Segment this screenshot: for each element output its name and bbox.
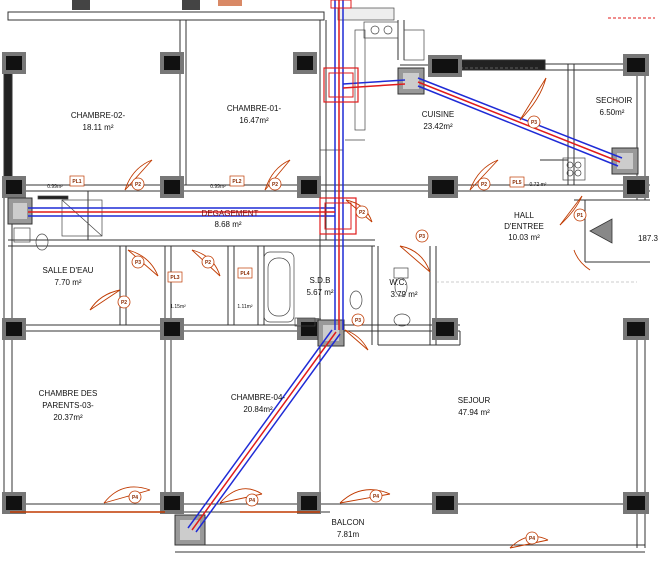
tag-pl4: PL4 xyxy=(240,271,249,277)
balcon-area: 7.81m xyxy=(337,530,360,539)
balcon-name: BALCON xyxy=(332,518,365,527)
hall-name-2: D'ENTREE xyxy=(504,222,544,231)
tag-pl5: PL5 xyxy=(512,180,521,186)
tag-p2-ch04: P2 xyxy=(205,260,211,266)
tag-pl2: PL2 xyxy=(232,179,241,185)
entrance-arrow-icon xyxy=(589,218,613,244)
sdb-area: 5.67 m² xyxy=(306,288,333,297)
pl3-area: 1.15m² xyxy=(170,304,186,310)
chambre02-name: CHAMBRE-02- xyxy=(71,111,126,120)
chambre04-name: CHAMBRE-04- xyxy=(231,393,286,402)
tag-p2-salle: P2 xyxy=(121,300,127,306)
wc-area: 3.79 m² xyxy=(390,290,417,299)
cuisine-area: 23.42m² xyxy=(423,122,453,131)
tag-p3-salle: P3 xyxy=(135,260,141,266)
sejour-name: SEJOUR xyxy=(458,396,491,405)
tag-p4-sejour: P4 xyxy=(373,494,379,500)
salle-deau-area: 7.70 m² xyxy=(54,278,81,287)
wc-name: W.C. xyxy=(389,278,406,287)
tag-p4-parents: P4 xyxy=(132,495,138,501)
chambre01-area: 16.47m² xyxy=(239,116,269,125)
cuisine-name: CUISINE xyxy=(422,110,454,119)
tags: PL1 0.99m² PL2 0.99m² PL3 1.15m² PL4 1.1… xyxy=(47,115,587,545)
parents-area: 20.37m² xyxy=(53,413,83,422)
chambre02-area: 18.11 m² xyxy=(83,123,114,132)
tag-p4-balcon: P4 xyxy=(529,536,535,542)
tag-p3-sdb: P3 xyxy=(355,318,361,324)
salle-deau-name: SALLE D'EAU xyxy=(43,266,94,275)
pl2-area: 0.99m² xyxy=(210,184,226,190)
columns xyxy=(2,0,649,546)
degagement-name: DEGAGEMENT xyxy=(202,209,259,218)
pl1-area: 0.99m² xyxy=(47,184,63,190)
hall-partial-area: 187.3 xyxy=(638,234,659,243)
pl4-area: 1.11m² xyxy=(237,304,253,310)
doors xyxy=(10,77,591,549)
tag-pl3: PL3 xyxy=(170,275,179,281)
hall-name-1: HALL xyxy=(514,211,535,220)
degagement-area: 8.68 m² xyxy=(214,220,241,229)
pl5-area: 0.72 m² xyxy=(530,182,547,188)
sdb-name: S.D.B xyxy=(310,276,331,285)
parents-name-2: PARENTS-03- xyxy=(42,401,94,410)
tag-p3-wc: P3 xyxy=(419,234,425,240)
tag-pl1: PL1 xyxy=(72,179,81,185)
tag-p4-ch04: P4 xyxy=(249,498,255,504)
sejour-area: 47.94 m² xyxy=(458,408,490,417)
tag-p3-sechoir: P3 xyxy=(531,120,537,126)
room-labels: CHAMBRE-02- 18.11 m² CHAMBRE-01- 16.47m²… xyxy=(39,96,659,539)
tag-p2-ch01: P2 xyxy=(272,182,278,188)
tag-p2-cuisine: P2 xyxy=(481,182,487,188)
tag-p2-deg: P2 xyxy=(359,210,365,216)
tag-p1: P1 xyxy=(577,213,583,219)
hall-area: 10.03 m² xyxy=(508,233,540,242)
parents-name-1: CHAMBRE DES xyxy=(39,389,98,398)
sechoir-name: SECHOIR xyxy=(596,96,633,105)
chambre04-area: 20.84m² xyxy=(243,405,273,414)
sechoir-area: 6.50m² xyxy=(600,108,625,117)
ducts xyxy=(28,0,623,533)
tag-p2-ch02: P2 xyxy=(135,182,141,188)
chambre01-name: CHAMBRE-01- xyxy=(227,104,282,113)
